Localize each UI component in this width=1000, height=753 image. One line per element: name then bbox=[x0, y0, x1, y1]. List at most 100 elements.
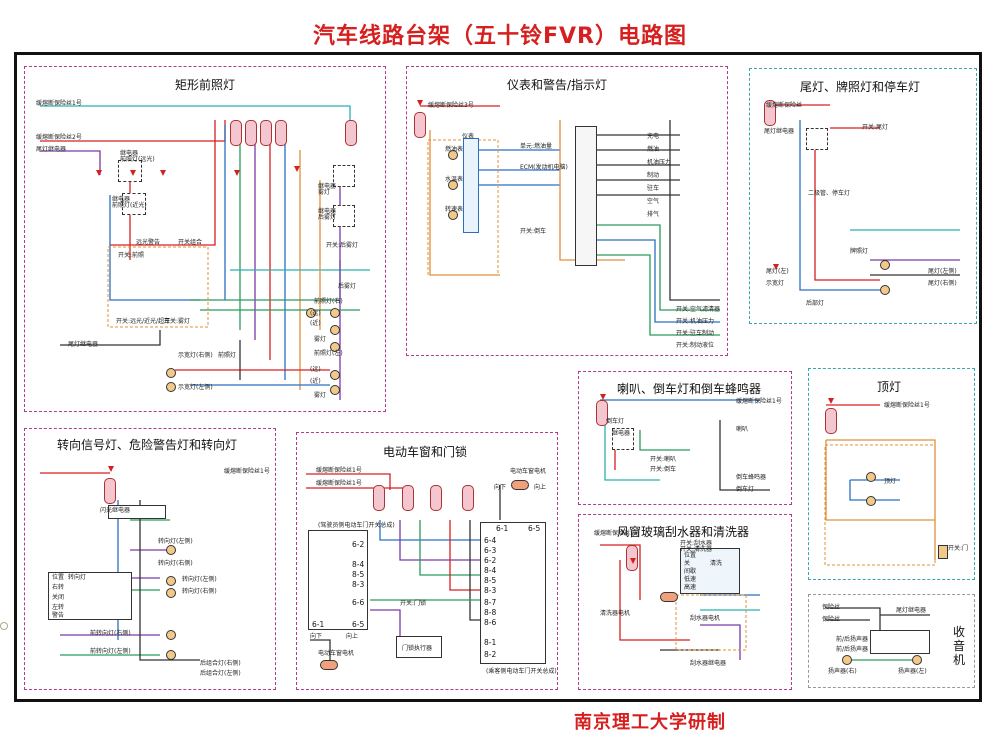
label-low-2: (近) bbox=[310, 378, 321, 385]
panel-title-horn: 喇叭、倒车灯和倒车蜂鸣器 bbox=[617, 382, 762, 396]
pin-right: 6-1 bbox=[496, 524, 509, 533]
pin-left: 8-3 bbox=[352, 580, 365, 589]
label-exhaust: 排气 bbox=[647, 211, 660, 218]
label-reverse-lamp: 倒车灯 bbox=[606, 418, 625, 425]
label-wiper-fuse: 缓熔断保险丝1号 bbox=[594, 530, 640, 537]
door-lock-actuator bbox=[396, 636, 442, 658]
lamp-icon bbox=[166, 630, 176, 640]
label-fuel-unit: 单元:燃油量 bbox=[520, 143, 553, 150]
label-relay: 继电器 bbox=[120, 150, 139, 157]
label-turn-left-1: 转向灯(左侧) bbox=[158, 538, 193, 545]
label-speaker-front: 前/后扬声器 bbox=[836, 636, 869, 643]
gauge-icon bbox=[448, 180, 458, 190]
lamp-icon bbox=[330, 370, 340, 380]
fuse-icon bbox=[462, 485, 474, 511]
label-tail-relay-2: 尾灯继电器 bbox=[68, 341, 99, 348]
label-rear-fog-lamp: 后雾灯 bbox=[338, 283, 357, 290]
pin-left: 6-1 bbox=[312, 620, 325, 629]
label-reverse-lamp-2: 倒车灯 bbox=[736, 486, 755, 493]
label-headlamp-left: 前照灯(左) bbox=[314, 350, 343, 357]
label-flasher: 闪光继电器 bbox=[100, 507, 131, 514]
lamp-icon bbox=[330, 342, 340, 352]
panel-title-headlamp: 矩形前照灯 bbox=[175, 78, 236, 92]
label-rear-combo-left: 后组合灯(左侧) bbox=[200, 670, 241, 677]
pin-left: 8-5 bbox=[352, 570, 365, 579]
arrow-icon bbox=[773, 264, 779, 270]
arrow-icon bbox=[160, 170, 166, 176]
label-temp-gauge: 水温表 bbox=[445, 176, 464, 183]
fuse-icon bbox=[596, 400, 608, 426]
label-fuse-3: 缓熔断保险丝3号 bbox=[428, 102, 474, 109]
label-window-fuse-1: 缓熔断保险丝1号 bbox=[316, 467, 362, 474]
label-dome-fuse: 缓熔断保险丝1号 bbox=[884, 402, 930, 409]
label-relay-3: 继电器 bbox=[318, 183, 337, 190]
label-speaker-left: 扬声器(左) bbox=[898, 668, 927, 675]
label-tail-l: 尾灯(左) bbox=[766, 268, 789, 275]
fuse-icon bbox=[825, 408, 837, 434]
pin-right: 8-1 bbox=[484, 638, 497, 647]
label-low-1: (近) bbox=[310, 320, 321, 327]
label-turn-left-2: 转向灯(左侧) bbox=[182, 576, 217, 583]
meter-connector bbox=[463, 138, 479, 233]
label-relay-4: 继电器 bbox=[318, 208, 337, 215]
label-horn-switch: 开关:喇叭 bbox=[650, 456, 677, 463]
label-tail-right: 尾灯(右侧) bbox=[928, 280, 957, 287]
label-high-2: (远) bbox=[310, 366, 321, 373]
label-headlamp-low: 前照灯(近光) bbox=[112, 202, 147, 209]
switch-row-hazard: 警告 bbox=[52, 612, 65, 619]
label-fog-switch: 开关:雾灯 bbox=[164, 318, 191, 325]
label-turn-right-1: 转向灯(右侧) bbox=[158, 560, 193, 567]
panel-radio: 收音机 bbox=[808, 594, 975, 688]
pin-left: 8-4 bbox=[352, 560, 365, 569]
label-rear-fog: 后雾灯 bbox=[318, 214, 337, 221]
label-relay-2: 继电器 bbox=[112, 196, 131, 203]
driver-door-switch-assembly bbox=[308, 530, 368, 630]
fuse-icon bbox=[104, 478, 116, 504]
label-horn-fuse: 缓熔断保险丝1号 bbox=[736, 398, 782, 405]
fuse-icon bbox=[275, 120, 287, 146]
lamp-icon bbox=[166, 576, 176, 586]
panel-dome: 顶灯 bbox=[808, 368, 975, 580]
relay-box bbox=[612, 428, 634, 450]
label-turn-right-2: 转向灯(右侧) bbox=[182, 588, 217, 595]
switch-row-right: 右转 bbox=[52, 584, 65, 591]
lamp-icon bbox=[166, 650, 176, 660]
label-passenger-switch: (乘客侧电动车门开关总成) bbox=[486, 668, 557, 675]
label-headlamp-right: 前照灯(右) bbox=[314, 298, 343, 305]
panel-title-window: 电动车窗和门锁 bbox=[383, 445, 468, 459]
switch-row-off: 关闭 bbox=[52, 594, 65, 601]
label-parking-switch: 开关:驻车制动 bbox=[676, 330, 715, 337]
footer-credit: 南京理工大学研制 bbox=[574, 712, 726, 733]
flasher-relay bbox=[108, 505, 166, 519]
fuse-icon bbox=[230, 120, 242, 146]
label-up-2: 向上 bbox=[346, 633, 359, 640]
label-dome-lamp: 顶灯 bbox=[884, 478, 897, 485]
pin-right: 8-5 bbox=[484, 576, 497, 585]
lamp-icon bbox=[306, 308, 316, 318]
pin-right: 8-7 bbox=[484, 598, 497, 607]
label-fuse-1: 缓熔断保险丝1号 bbox=[36, 100, 82, 107]
window-motor-icon bbox=[320, 660, 338, 670]
label-meter: 仪表 bbox=[462, 133, 475, 140]
label-headlamp-high: 前照灯(远光) bbox=[120, 156, 155, 163]
label-foglamp: 雾灯 bbox=[318, 189, 331, 196]
arrow-icon bbox=[600, 394, 606, 400]
arrow-icon bbox=[130, 170, 136, 176]
lamp-icon bbox=[330, 325, 340, 335]
panel-title-turn: 转向信号灯、危险警告灯和转向灯 bbox=[57, 438, 238, 452]
label-up-1: 向上 bbox=[534, 484, 547, 491]
pin-right: 8-3 bbox=[484, 586, 497, 595]
relay-box bbox=[806, 128, 828, 150]
fuse-icon bbox=[373, 485, 385, 511]
wiper-switch-table bbox=[680, 548, 740, 594]
label-oil: 机油压力 bbox=[647, 159, 672, 166]
turn-switch-table bbox=[48, 572, 132, 620]
label-rear-fog-switch: 开关:后雾灯 bbox=[326, 242, 359, 249]
label-reverse-switch: 开关:倒车 bbox=[520, 228, 547, 235]
lamp-icon bbox=[166, 545, 176, 555]
arrow-icon bbox=[108, 466, 114, 472]
label-speaker-rear: 前/后扬声器 bbox=[836, 646, 869, 653]
arrow-icon bbox=[294, 166, 300, 172]
label-radio-fuse-1: 保险丝 bbox=[822, 604, 841, 611]
